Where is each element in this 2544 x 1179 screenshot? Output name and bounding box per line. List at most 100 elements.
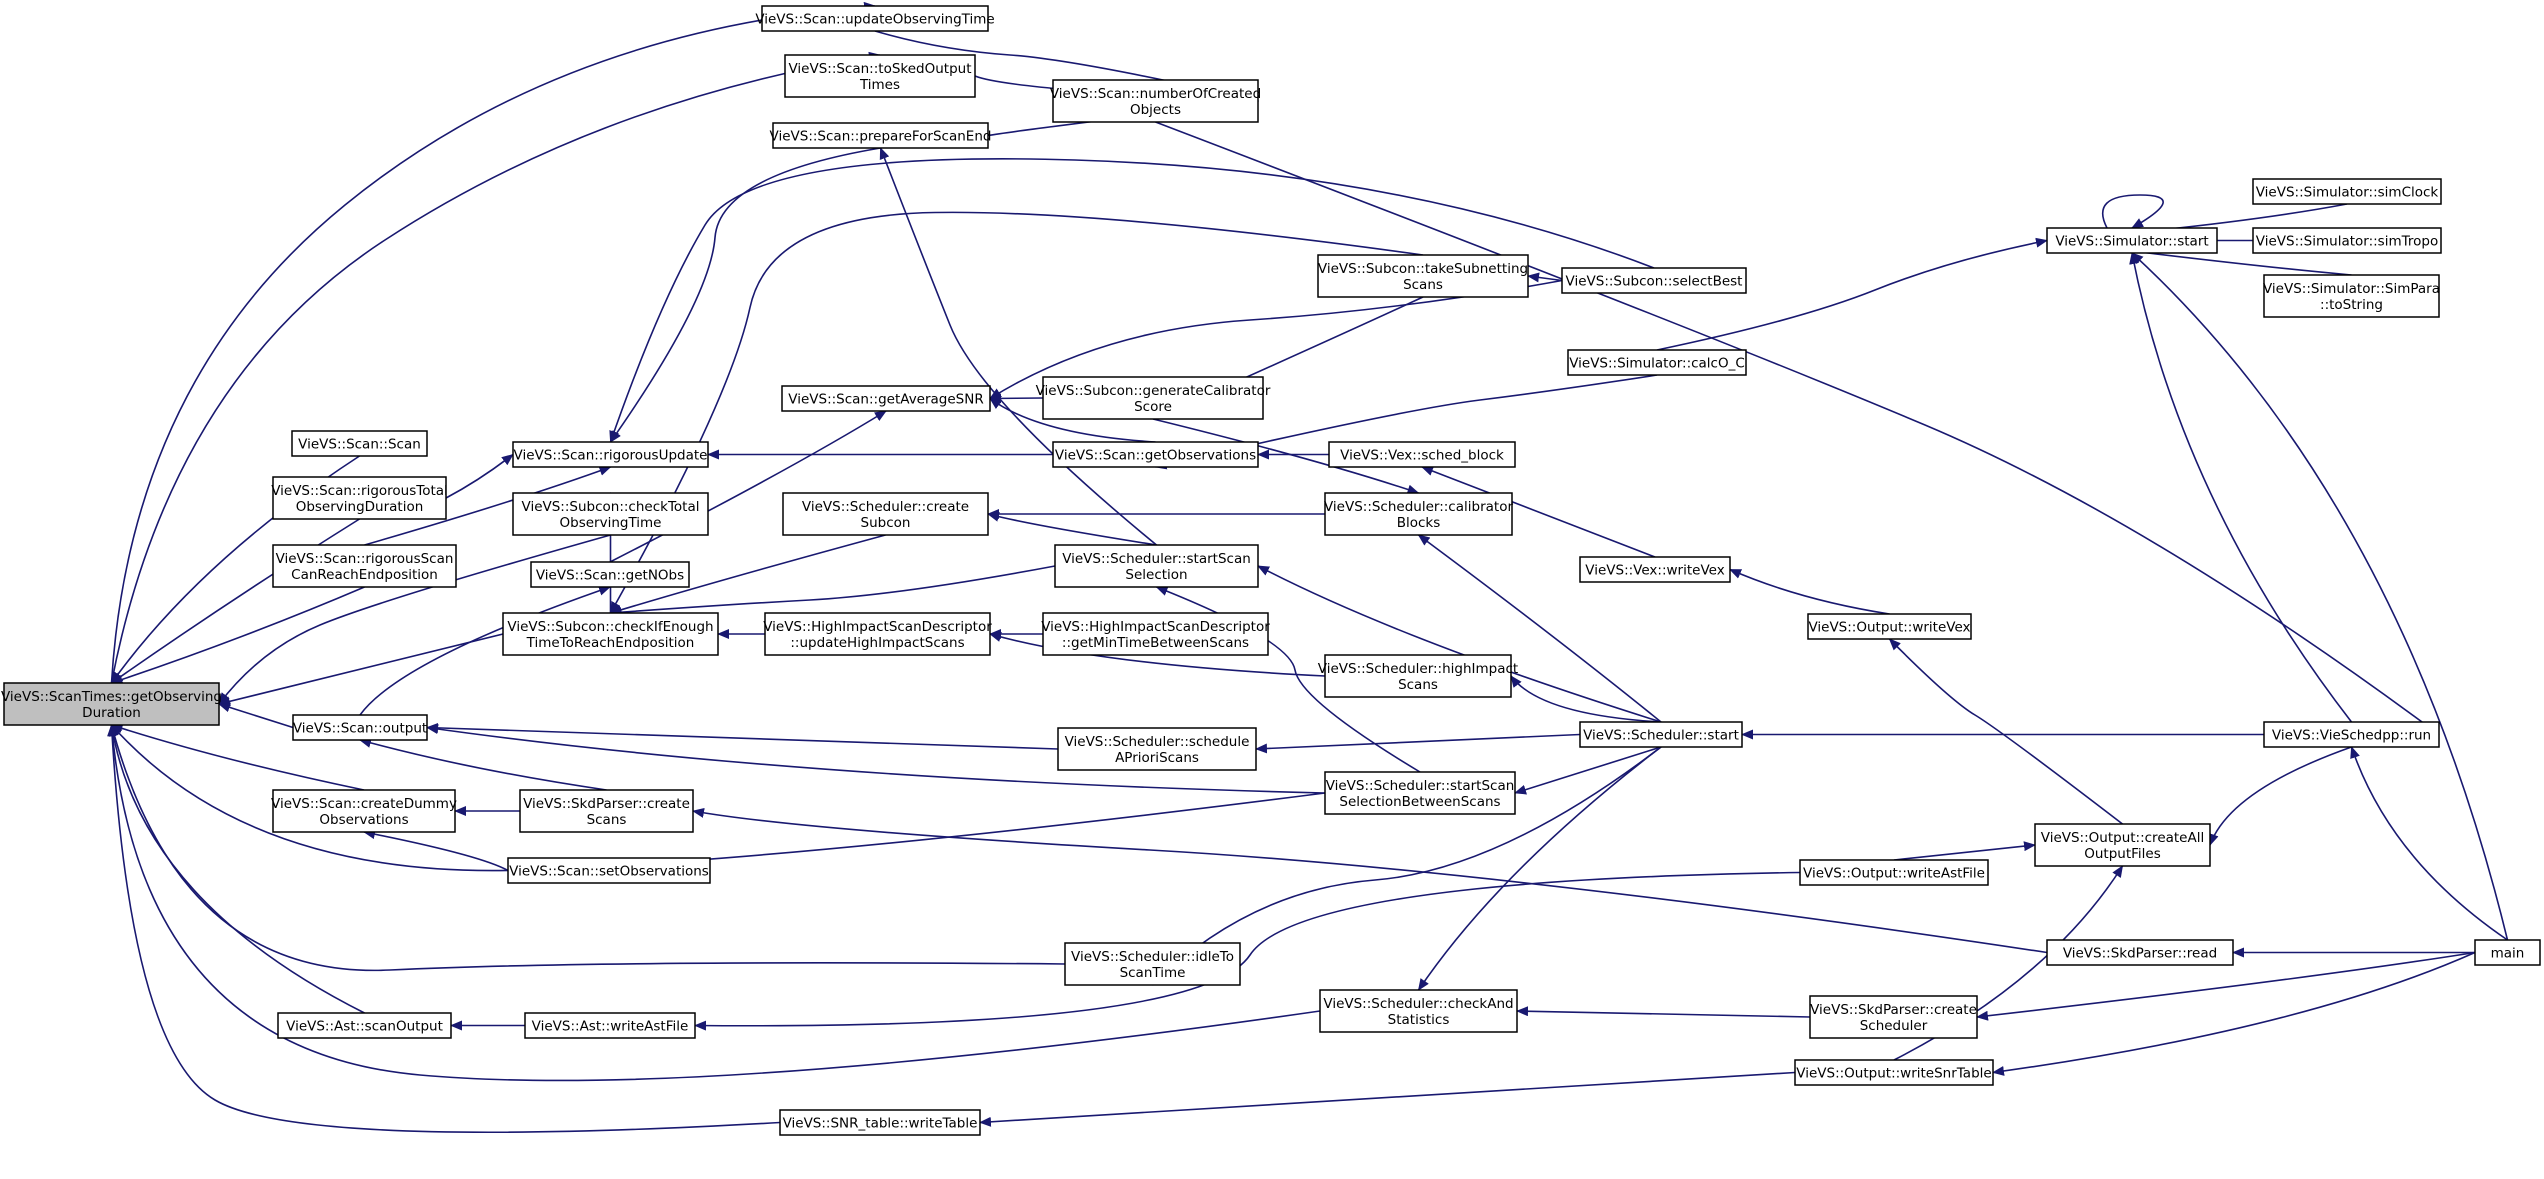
node-schStart[interactable]: VieVS::Scheduler::start	[1579, 721, 1743, 748]
node-box	[2046, 939, 2234, 966]
node-simClock[interactable]: VieVS::Simulator::simClock	[2252, 178, 2442, 205]
node-chkEnough[interactable]: VieVS::Subcon::checkIfEnoughTimeToReachE…	[502, 612, 719, 656]
node-box	[272, 476, 447, 520]
edge-hiScans-to-hiUpd	[989, 632, 1326, 677]
node-label: VieVS::Scheduler::create	[802, 499, 969, 515]
node-updObs[interactable]: VieVS::Scan::updateObservingTime	[755, 5, 995, 32]
node-calcOC[interactable]: VieVS::Simulator::calcO_C	[1567, 349, 1747, 376]
node-box	[2474, 939, 2541, 966]
node-getNObs[interactable]: VieVS::Scan::getNObs	[530, 561, 690, 588]
node-selBest[interactable]: VieVS::Subcon::selectBest	[1561, 267, 1747, 294]
node-label: VieVS::Scan::output	[293, 721, 427, 737]
node-prepEnd[interactable]: VieVS::Scan::prepareForScanEnd	[770, 122, 992, 149]
node-skdRead[interactable]: VieVS::SkdParser::read	[2046, 939, 2234, 966]
node-box	[1794, 1059, 1994, 1086]
node-getObs[interactable]: VieVS::Scan::getObservations	[1052, 441, 1259, 468]
edge-snrOut-to-snrWrite	[979, 1071, 1796, 1127]
node-astWrite[interactable]: VieVS::Ast::writeAstFile	[524, 1012, 696, 1039]
edge-outAst-to-astWrite	[694, 871, 1801, 1031]
node-simStart[interactable]: VieVS::Simulator::start	[2046, 227, 2218, 254]
node-label: VieVS::Scan::Scan	[298, 437, 421, 453]
node-main[interactable]: main	[2474, 939, 2541, 966]
node-label: Scans	[1403, 277, 1443, 293]
node-snrWrite[interactable]: VieVS::SNR_table::writeTable	[779, 1109, 981, 1136]
node-box	[782, 492, 989, 536]
node-snrOut[interactable]: VieVS::Output::writeSnrTable	[1794, 1059, 1994, 1086]
edge-getObs-to-avgSNR	[989, 397, 1156, 443]
node-label: VieVS::Output::createAll	[2041, 830, 2204, 846]
node-simTropo[interactable]: VieVS::Simulator::simTropo	[2252, 227, 2442, 254]
node-box	[2252, 178, 2442, 205]
edge-chkStats-to-cur	[107, 724, 1321, 1082]
node-box	[1807, 613, 1972, 640]
node-hiUpd[interactable]: VieVS::HighImpactScanDescriptor::updateH…	[763, 612, 992, 656]
function-nodes: VieVS::ScanTimes::getObservingDurationVi…	[1, 5, 2541, 1136]
node-label: VieVS::Subcon::takeSubnetting	[1318, 261, 1528, 277]
node-rigUpd[interactable]: VieVS::Scan::rigorousUpdate	[512, 441, 709, 468]
node-rigTotal[interactable]: VieVS::Scan::rigorousTotalObservingDurat…	[271, 476, 448, 520]
node-schedBlock[interactable]: VieVS::Vex::sched_block	[1328, 441, 1516, 468]
node-box	[1579, 556, 1731, 583]
node-outVex[interactable]: VieVS::Output::writeVex	[1807, 613, 1972, 640]
node-box	[1567, 349, 1747, 376]
node-outAst[interactable]: VieVS::Output::writeAstFile	[1799, 859, 1989, 886]
node-label: ::updateHighImpactScans	[790, 635, 964, 651]
node-label: VieVS::Simulator::SimPara	[2263, 281, 2440, 297]
node-rigReach[interactable]: VieVS::Scan::rigorousScanCanReachEndposi…	[272, 544, 457, 588]
node-startBetween[interactable]: VieVS::Scheduler::startScanSelectionBetw…	[1324, 771, 1516, 815]
node-simPara[interactable]: VieVS::Simulator::SimPara::toString	[2263, 274, 2440, 318]
node-box	[1057, 727, 1257, 771]
node-label: APrioriScans	[1115, 750, 1199, 766]
edge-run-to-createAll	[2209, 746, 2352, 846]
node-box	[1328, 441, 1516, 468]
node-label: Observations	[319, 812, 408, 828]
node-output[interactable]: VieVS::Scan::output	[292, 714, 428, 741]
node-run[interactable]: VieVS::VieSchedpp::run	[2263, 721, 2440, 748]
node-vexWrite[interactable]: VieVS::Vex::writeVex	[1579, 556, 1731, 583]
edge-schStart-to-idle	[1151, 746, 1662, 986]
edge-rigReach-to-rigUpd	[364, 466, 612, 546]
node-label: Duration	[82, 705, 141, 721]
node-box	[779, 1109, 981, 1136]
node-scanScan[interactable]: VieVS::Scan::Scan	[291, 430, 428, 457]
node-box	[764, 612, 991, 656]
node-label: Subcon	[861, 515, 911, 531]
node-label: VieVS::ScanTimes::getObserving	[1, 689, 222, 705]
node-box	[524, 1012, 696, 1039]
node-astScan[interactable]: VieVS::Ast::scanOutput	[277, 1012, 452, 1039]
node-avgSNR[interactable]: VieVS::Scan::getAverageSNR	[781, 385, 991, 412]
node-label: VieVS::Output::writeVex	[1808, 620, 1970, 636]
edge-startSel-to-prepEnd	[879, 147, 1158, 546]
node-label: Score	[1134, 399, 1172, 415]
edge-schStart-to-calBlocks	[1417, 534, 1662, 723]
edge-main-to-snrOut	[1992, 951, 2476, 1076]
edge-chkEnough-to-cur	[218, 633, 504, 707]
node-box	[292, 714, 428, 741]
node-box	[2252, 227, 2442, 254]
node-hiMin[interactable]: VieVS::HighImpactScanDescriptor::getMinT…	[1041, 612, 1270, 656]
node-label: VieVS::Simulator::simTropo	[2256, 234, 2438, 250]
node-setObs[interactable]: VieVS::Scan::setObservations	[507, 857, 711, 884]
edge-astScan-to-cur	[108, 724, 365, 1014]
edge-selBest-to-rigUpd	[609, 158, 1655, 443]
edge-setObs-to-createDummy	[363, 829, 509, 872]
edge-main-to-simStart	[2131, 252, 2509, 941]
